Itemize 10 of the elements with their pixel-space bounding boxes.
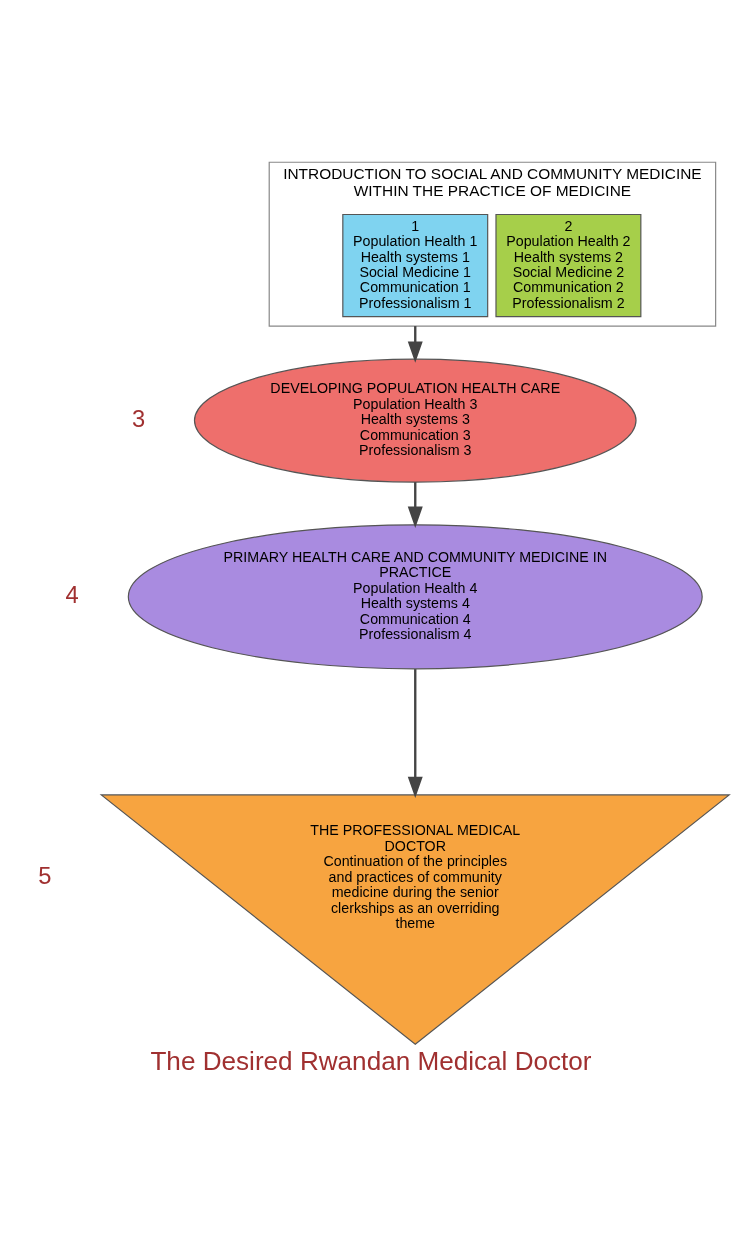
node-label: 5: [38, 862, 52, 889]
node-label: 4: [65, 581, 79, 608]
arrow: [407, 482, 423, 528]
node-box: 1 Population Health 1 Health systems 1 Social Medicine 1 Communication 1 Professionalism 1: [342, 213, 489, 318]
node-label: 3: [132, 405, 146, 432]
node-box: 2 Population Health 2 Health systems 2 Social Medicine 2 Communication 2 Professionalism 2: [495, 213, 642, 318]
arrow: [407, 669, 423, 799]
node-ellipse: DEVELOPING POPULATION HEALTH CARE Population Health 3 Health systems 3 Communication 3 Professionalism 3: [193, 358, 637, 483]
node-ellipse: PRIMARY HEALTH CARE AND COMMUNITY MEDICINE IN PRACTICE Population Health 4 Health systems 4 Communication 4 Professionalism 4: [127, 524, 703, 670]
caption: The Desired Rwandan Medical Doctor: [150, 1045, 592, 1076]
